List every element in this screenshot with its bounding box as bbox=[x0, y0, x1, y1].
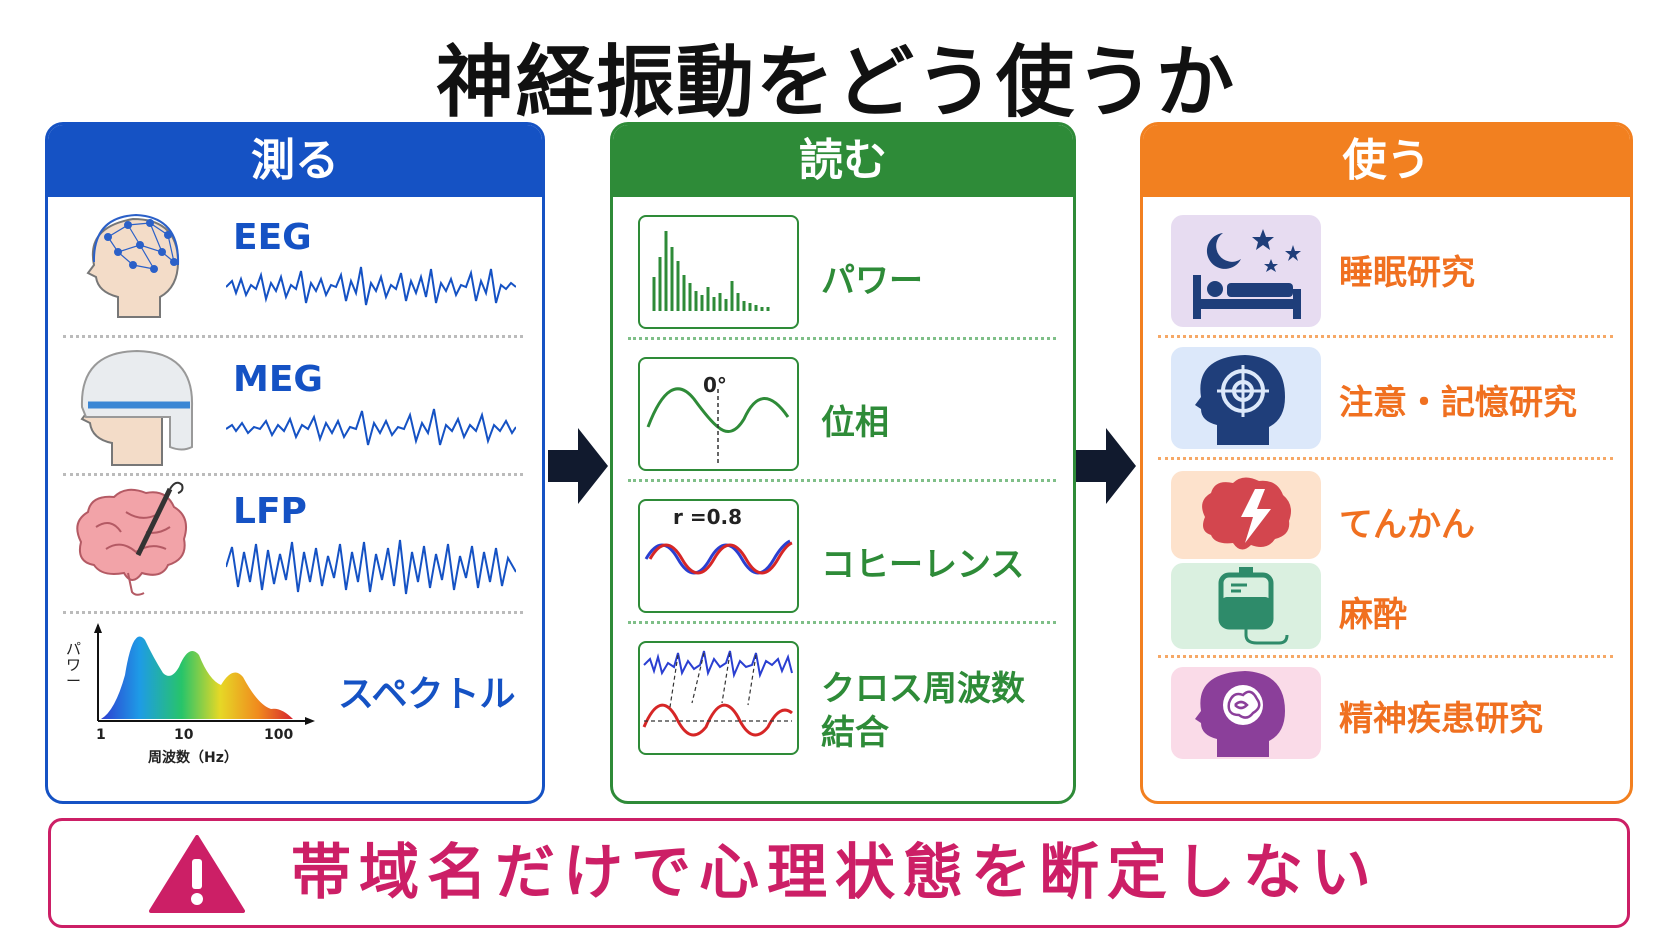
epilepsy-label: てんかん bbox=[1339, 505, 1475, 545]
eeg-head-icon bbox=[86, 213, 180, 318]
divider bbox=[628, 337, 1056, 340]
meg-row: MEG bbox=[48, 339, 542, 469]
head-target-icon bbox=[1195, 355, 1285, 445]
warning-text: 帯域名だけで心理状態を断定しない bbox=[291, 838, 1379, 908]
phase-label: 位相 bbox=[821, 403, 889, 443]
divider bbox=[63, 335, 523, 338]
eeg-waveform bbox=[226, 266, 516, 306]
cfc-label-line2: 結合 bbox=[821, 713, 889, 753]
page-title: 神経振動をどう使うか bbox=[435, 38, 1236, 128]
power-plot bbox=[638, 215, 799, 329]
spectrum-tick-10: 10 bbox=[174, 727, 194, 743]
read-header: 読む bbox=[613, 125, 1073, 197]
spectrum-row: パワー 1 10 100 周波数（Hz） スペクトル bbox=[48, 615, 542, 795]
meg-label: MEG bbox=[233, 359, 323, 400]
lfp-row: LFP bbox=[48, 477, 542, 607]
anesthesia-tile bbox=[1171, 563, 1321, 649]
head-brain-icon bbox=[1195, 671, 1285, 757]
phase-annotation: 0° bbox=[703, 373, 727, 397]
sleep-bed-icon bbox=[1193, 229, 1301, 319]
divider bbox=[1158, 457, 1613, 460]
cfc-waves bbox=[642, 650, 793, 737]
phase-plot bbox=[638, 357, 799, 471]
attention-tile bbox=[1171, 347, 1321, 449]
read-panel: 読む パワー 0° 位相 r =0.8 bbox=[610, 122, 1076, 804]
psychiatric-label: 精神疾患研究 bbox=[1339, 699, 1543, 739]
psychiatric-tile bbox=[1171, 667, 1321, 759]
anesthesia-label: 麻酔 bbox=[1339, 595, 1407, 635]
arrow-right-icon bbox=[548, 428, 608, 504]
meg-helmet-icon bbox=[80, 349, 194, 466]
measure-panel: 測る EEG MEG bbox=[45, 122, 545, 804]
epilepsy-tile bbox=[1171, 471, 1321, 559]
coherence-annotation: r =0.8 bbox=[673, 505, 743, 529]
sleep-tile bbox=[1171, 215, 1321, 327]
warning-icon bbox=[149, 835, 245, 913]
spectrum-tick-100: 100 bbox=[264, 727, 294, 743]
coherence-label: コヒーレンス bbox=[821, 545, 1025, 585]
cfc-label-line1: クロス周波数 bbox=[821, 669, 1025, 709]
attention-label: 注意・記憶研究 bbox=[1339, 383, 1577, 423]
phase-wave bbox=[646, 387, 790, 463]
eeg-label: EEG bbox=[233, 217, 312, 258]
power-label: パワー bbox=[821, 261, 923, 301]
use-panel: 使う 睡眠研究 注意・記憶研究 bbox=[1140, 122, 1633, 804]
spectrum-tick-1: 1 bbox=[96, 727, 106, 743]
warning-banner: 帯域名だけで心理状態を断定しない bbox=[48, 818, 1630, 928]
spectrum-ylabel: パワー bbox=[66, 640, 82, 690]
brain-lightning-icon bbox=[1202, 477, 1291, 550]
divider bbox=[1158, 335, 1613, 338]
divider bbox=[628, 479, 1056, 482]
eeg-row: EEG bbox=[48, 197, 542, 331]
lfp-label: LFP bbox=[233, 491, 307, 532]
iv-bag-icon bbox=[1218, 567, 1289, 645]
measure-header: 測る bbox=[48, 125, 542, 197]
brain-electrode-icon bbox=[76, 481, 187, 596]
divider bbox=[1158, 655, 1613, 658]
power-bars bbox=[652, 231, 770, 311]
meg-waveform bbox=[226, 408, 516, 446]
divider bbox=[628, 621, 1056, 624]
lfp-waveform bbox=[226, 539, 516, 595]
sleep-label: 睡眠研究 bbox=[1339, 253, 1475, 293]
divider bbox=[63, 473, 523, 476]
spectrum-label: スペクトル bbox=[338, 674, 516, 715]
divider bbox=[63, 611, 523, 614]
coherence-plot bbox=[638, 499, 799, 613]
spectrum-xlabel: 周波数（Hz） bbox=[148, 750, 238, 766]
use-header: 使う bbox=[1143, 125, 1630, 197]
arrow-right-icon bbox=[1076, 428, 1136, 504]
spectrum-chart bbox=[94, 623, 315, 725]
cfc-plot bbox=[638, 641, 799, 755]
coherence-waves bbox=[644, 539, 793, 575]
